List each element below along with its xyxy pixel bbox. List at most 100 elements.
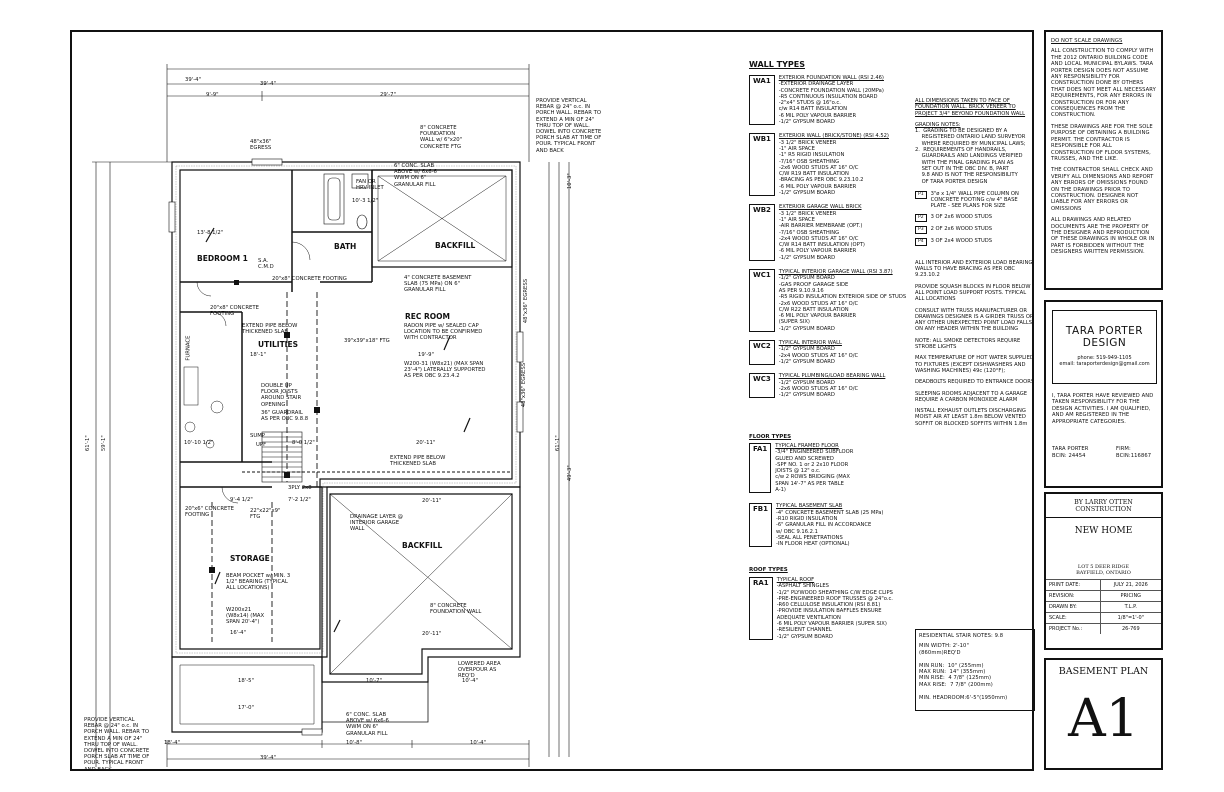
dim-top-overall: 39'-4"	[185, 77, 201, 83]
room-storage: STORAGE	[230, 554, 270, 563]
dim-bottom-overall: 39'-4"	[260, 755, 276, 761]
type-line: -RESILIENT CHANNEL	[776, 627, 832, 634]
address-1: LOT 5 DEER RIDGE	[1077, 564, 1130, 570]
type-heading: TYPICAL PLUMBING/LOAD BEARING WALL	[778, 373, 886, 380]
info-row: PROJECT No.:26-769	[1046, 623, 1161, 634]
type-line: -6 MIL POLY VAPOUR BARRIER	[778, 313, 857, 320]
dim-rec: 19'-9"	[418, 352, 434, 358]
type-spec: TYPICAL INTERIOR WALL-1/2" GYPSUM BOARD-…	[779, 340, 858, 365]
dims-note-2: FOUNDATION WALL. BRICK VENEER TO	[915, 104, 1016, 111]
project-name: NEW HOME	[1074, 526, 1133, 536]
type-heading: EXTERIOR GARAGE WALL BRICK	[778, 204, 862, 211]
type-line: -1/2" GYPSUM BOARD	[778, 346, 835, 353]
type-line: -3 1/2" BRICK VENEER	[778, 210, 837, 217]
grading-title: GRADING NOTES:	[915, 121, 961, 128]
dim-bottom-3: 10'-4"	[470, 740, 486, 746]
dim-gar: 20'-11"	[422, 498, 442, 504]
egress-right-1: 48"x36" EGRESS	[523, 278, 530, 324]
type-line: -IN FLOOR HEAT (OPTIONAL)	[776, 541, 850, 548]
type-heading: EXTERIOR FOUNDATION WALL (RSI 2.46)	[778, 75, 884, 81]
type-line: -1/2" GYPSUM BOARD	[778, 119, 835, 126]
info-key: PROJECT No.:	[1046, 624, 1101, 634]
disclaimer-box: DO NOT SCALE DRAWINGS ALL CONSTRUCTION T…	[1044, 30, 1163, 290]
type-line: -2x6 WOOD STUDS AT 16" O/C	[778, 164, 859, 171]
dim-d: 7'-2 1/2"	[288, 497, 311, 503]
found-wall-note: 8" CONCRETE FOUNDATION WALL	[430, 603, 482, 616]
guardrail-note: 36" GUARDRAIL AS PER OBC 9.8.8	[261, 410, 309, 423]
type-line: -R10 RIGID INSULATION	[776, 515, 838, 522]
grading-line: 2. REQUIREMENTS OF HANDRAILS,	[915, 147, 1007, 154]
type-tag: WB1	[749, 133, 775, 197]
type-line: -AIR BARRIER MEMBRANE (OPT.)	[778, 223, 863, 230]
disclaimer-3: THE CONTRACTOR SHALL CHECK AND VERIFY AL…	[1051, 167, 1154, 212]
fan-label: FAN OR HRV INLET	[356, 179, 384, 192]
floor-plan	[92, 64, 570, 767]
bath-dim: 10'-3 1/2"	[352, 198, 379, 204]
post-text: 3 OF 2x4 WOOD STUDS	[930, 237, 993, 244]
type-line: -7/16" OSB SHEATHING	[778, 158, 840, 165]
grading-line: REGISTERED ONTARIO LAND SURVEYOR	[915, 134, 1026, 141]
upf-label: UPF	[256, 442, 267, 448]
dim-c: 9'-4 1/2"	[230, 497, 253, 503]
footing-label-1: 20"x8" CONCRETE FOOTING	[272, 276, 347, 282]
type-line: -2x6 WOOD STUDS AT 16" O/C	[778, 300, 859, 307]
info-row: SCALE:1/8"=1'-0"	[1046, 612, 1161, 623]
type-tag: FB1	[749, 503, 772, 548]
dim-porch-2: 17'-0"	[238, 705, 254, 711]
post-tag: P2	[915, 213, 927, 222]
type-line: -2"x4" STUDS @ 16"o.c.	[778, 100, 841, 107]
type-line: -2x6 WOOD STUDS AT 16" O/C	[778, 385, 859, 392]
info-key: REVISION:	[1046, 591, 1101, 601]
slab-note: 4" CONCRETE BASEMENT SLAB (75 MPa) ON 6"…	[404, 275, 472, 294]
stair-line: MIN. HEADROOM:6'-5"(1950mm)	[919, 694, 1008, 701]
stair-title: RESIDENTIAL STAIR NOTES: 9.8	[919, 633, 1004, 639]
address-2: BAYFIELD, ONTARIO	[1076, 570, 1131, 576]
room-backfill-bottom: BACKFILL	[402, 541, 443, 550]
general-paragraph: SLEEPING ROOMS ADJACENT TO A GARAGE REQU…	[915, 390, 1027, 403]
rebar-bottom-note: PROVIDE VERTICAL REBAR @ 24" o.c. IN POR…	[84, 717, 150, 773]
post-tag: P4	[915, 237, 927, 246]
furnace-label: FURNACE	[185, 335, 192, 361]
designer-name: TARA PORTER	[1052, 446, 1089, 452]
type-line: -1" R5 RIGID INSULATION	[778, 152, 845, 159]
disclaimer-4: ALL DRAWINGS AND RELATED DOCUMENTS ARE T…	[1051, 217, 1155, 256]
radon-note: RADON PIPE w/ SEALED CAP LOCATION TO BE …	[404, 323, 483, 342]
sa-label: S.A. C.M.D	[258, 258, 274, 271]
type-line: -1" AIR SPACE	[778, 216, 815, 223]
stair-line: MIN RUN: 10" (255mm)	[919, 662, 984, 669]
dim-b: 8'-0 1/2"	[292, 440, 315, 446]
disclaimer-2: THESE DRAWINGS ARE FOR THE SOLE PURPOSE …	[1051, 123, 1153, 162]
general-paragraphs: ALL INTERIOR AND EXTERIOR LOAD BEARING W…	[915, 260, 1035, 427]
type-line: -ASPHALT SHINGLES	[776, 583, 829, 590]
info-row: DRAWN BY:T.L.P.	[1046, 601, 1161, 612]
designer-bcin: BCIN: 24454	[1052, 453, 1086, 459]
type-line: -1/2" GYPSUM BOARD	[778, 190, 836, 197]
type-line: -PRE-ENGINEERED ROOF TRUSSES @ 24"o.c.	[776, 595, 893, 602]
dim-right-inner: 49'-3"	[566, 465, 573, 482]
general-paragraph: PROVIDE SQUASH BLOCKS IN FLOOR BELOW ALL…	[915, 283, 1031, 303]
type-line: A-1)	[775, 487, 786, 494]
firm-name-2: DESIGN	[1082, 337, 1127, 349]
beam-note-2: W200x21 (W8x14) (MAX SPAN 20'-4")	[226, 607, 265, 626]
dim-left-overall: 61'-1"	[84, 435, 91, 452]
type-line: -1/2" PLYWOOD SHEATHING C/W EDGE CLIPS	[776, 589, 893, 596]
type-line: -1/2" GYPSUM BOARD	[778, 254, 836, 261]
type-line: -GAS PROOF GARAGE SIDE	[778, 281, 849, 288]
type-line: -6 MIL POLY VAPOUR BARRIER (SUPER SIX)	[776, 621, 887, 628]
type-line: JOISTS @ 12" o.c.	[775, 468, 821, 475]
stair-notes-box: RESIDENTIAL STAIR NOTES: 9.8 MIN WIDTH: …	[915, 629, 1035, 711]
sump-label: SUMP	[250, 433, 266, 439]
ftg-note: 22"x22"x9" FTG	[250, 508, 281, 521]
stair-line: (860mm)REQ'D	[919, 649, 961, 656]
stair-line: MIN WIDTH: 2'-10"	[919, 643, 969, 650]
roof-types-title: ROOF TYPES	[749, 567, 788, 573]
window-top-label: 48"x36" EGRESS	[250, 139, 272, 152]
type-line: -R60 CELLULOSE INSULATION (RSI 8.81)	[776, 602, 881, 609]
type-spec: TYPICAL INTERIOR GARAGE WALL (RSI 3.87)-…	[779, 269, 906, 332]
dim-top-left: 9'-9"	[206, 92, 219, 98]
